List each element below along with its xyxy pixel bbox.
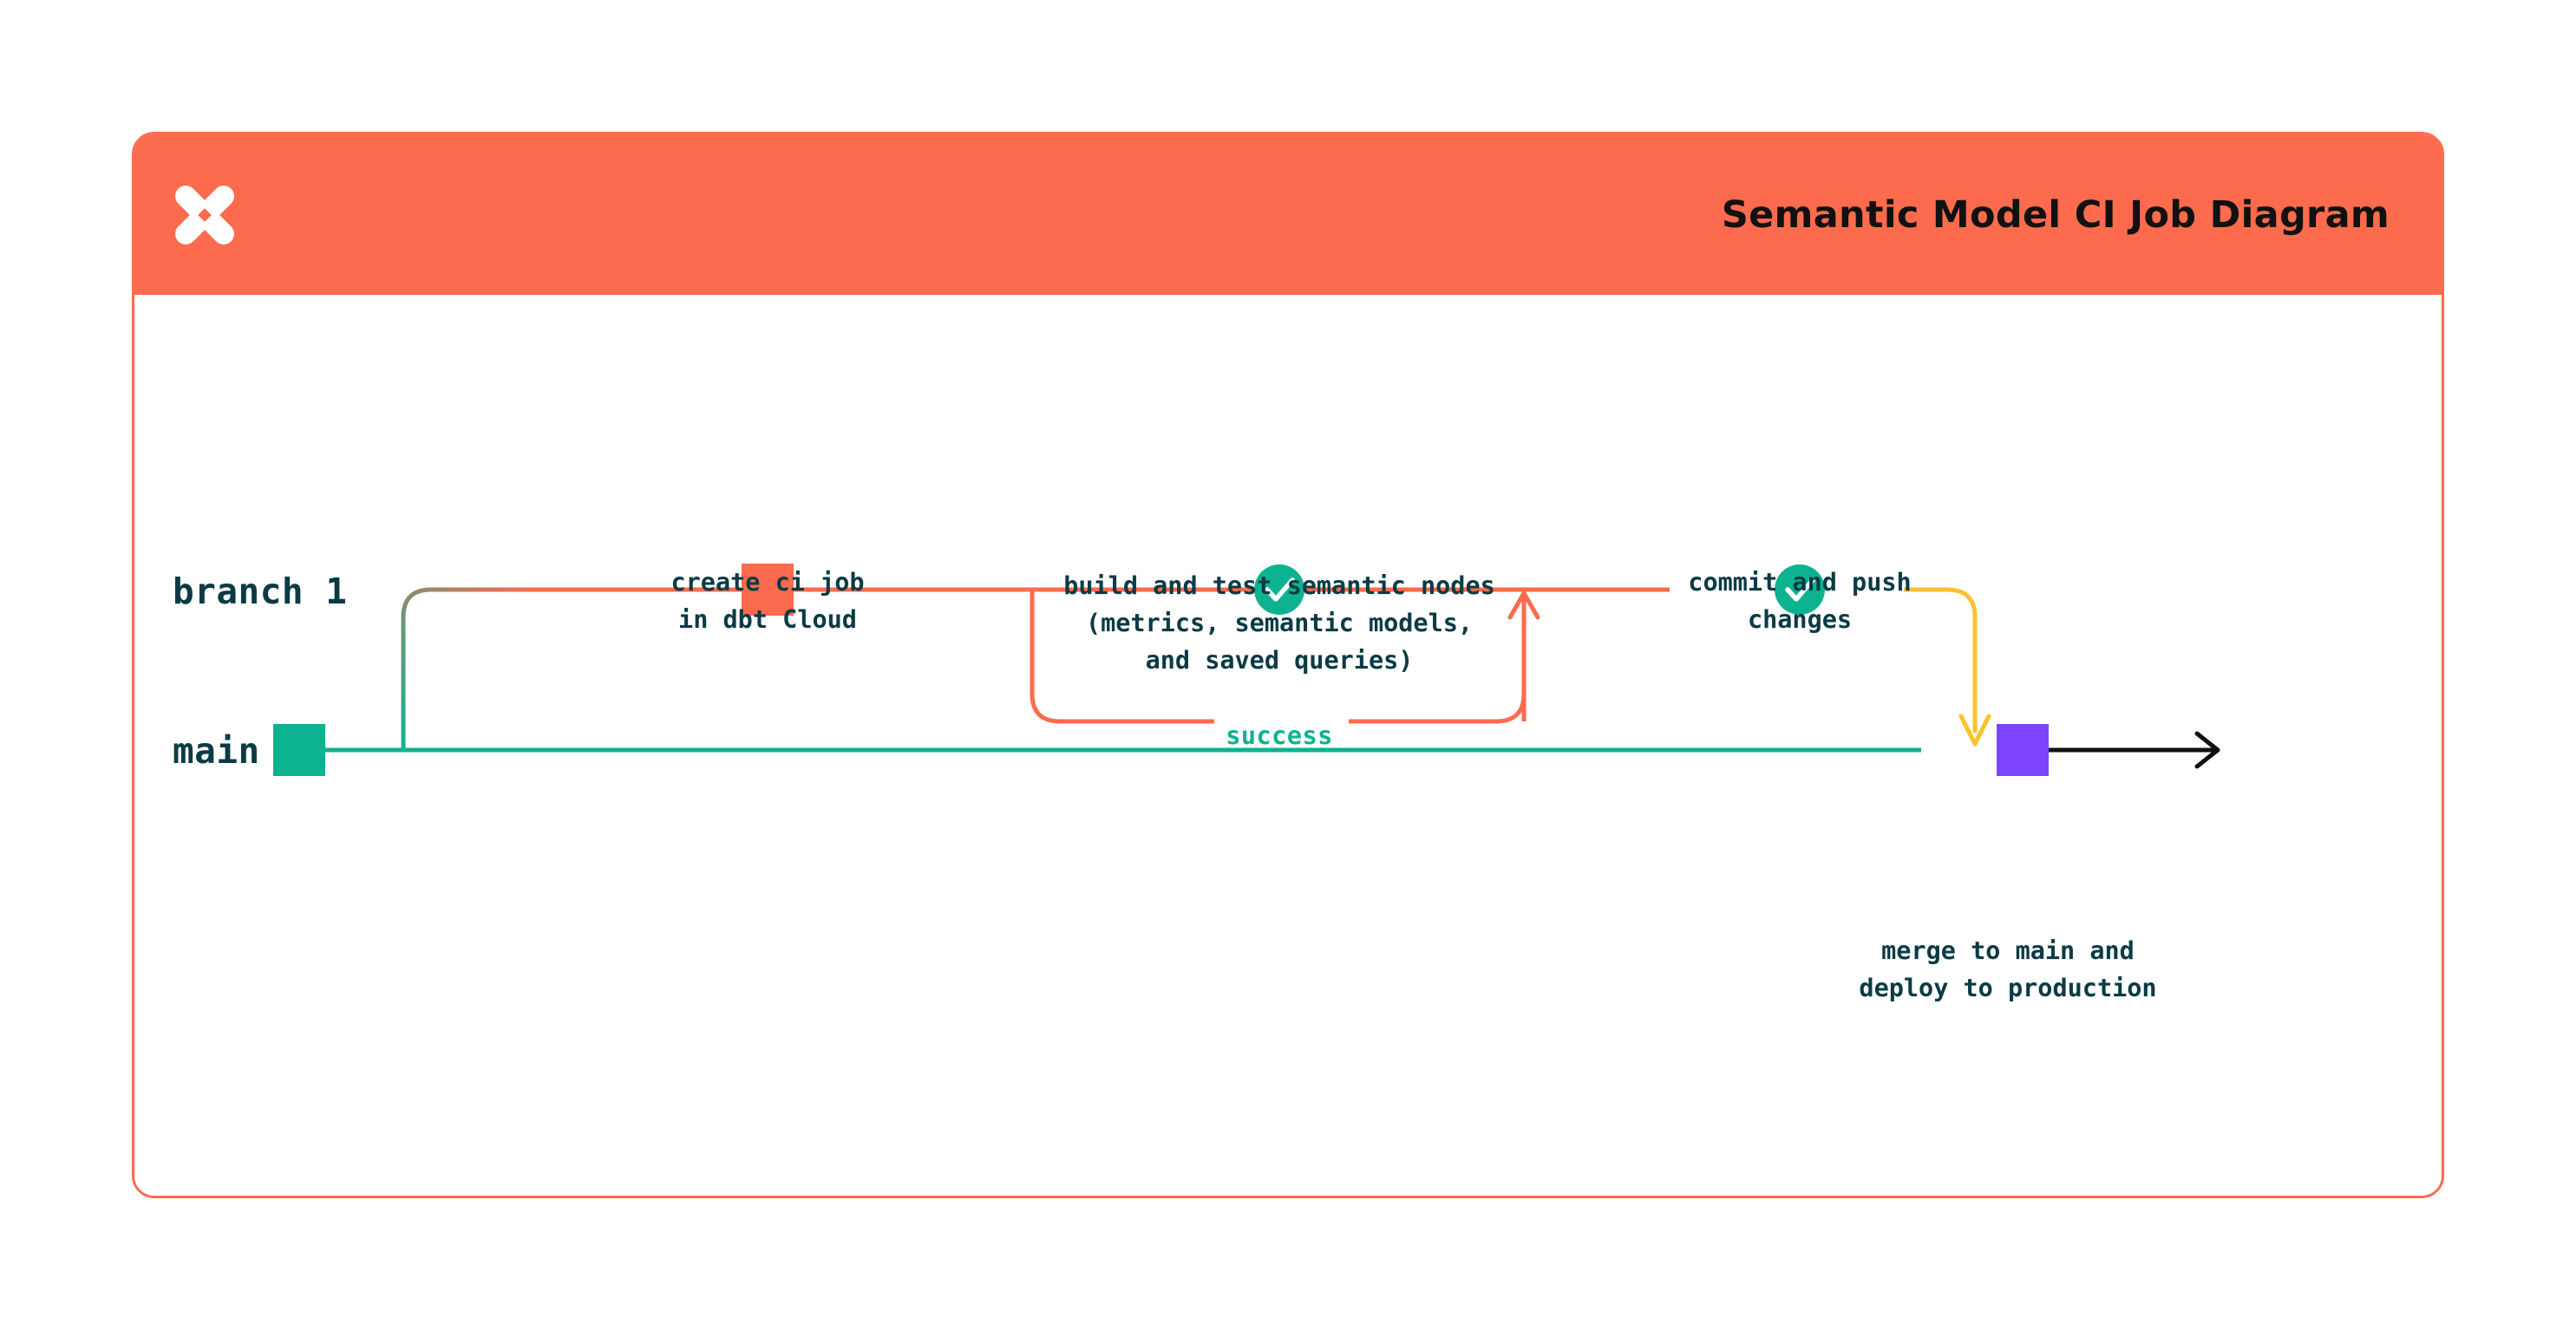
step-caption-build-and-test: build and test semantic nodes (metrics, … xyxy=(1063,571,1495,675)
retry-loop-label: success xyxy=(1226,721,1333,750)
branch-out-connector xyxy=(401,587,533,750)
retry-loop-left xyxy=(1030,590,1214,724)
check-circle-icon xyxy=(1775,564,1825,615)
node-build-and-test[interactable] xyxy=(1254,564,1304,615)
diagram-body: branch 1 main create ci job in dbt Cloud… xyxy=(134,295,2442,1196)
node-merge-to-main[interactable] xyxy=(1997,724,2049,776)
lane-label-main: main xyxy=(173,730,260,772)
page-title: Semantic Model CI Job Diagram xyxy=(1721,192,2390,237)
merge-connector xyxy=(1904,587,1978,733)
node-create-ci-job[interactable] xyxy=(742,564,794,616)
dbt-x-logo-icon xyxy=(175,185,234,245)
node-main-start[interactable] xyxy=(273,724,325,776)
retry-loop-arrowhead-up xyxy=(1507,590,1540,620)
node-commit-and-push[interactable] xyxy=(1775,564,1825,615)
continue-arrowhead-right xyxy=(2194,731,2220,769)
lane-label-branch-1: branch 1 xyxy=(173,571,348,612)
branch-flow-graphic xyxy=(273,564,2220,776)
step-caption-merge-to-main: merge to main and deploy to production xyxy=(1859,936,2157,1002)
check-icon xyxy=(1265,577,1295,602)
diagram-card: Semantic Model CI Job Diagram xyxy=(132,132,2444,1198)
card-header: Semantic Model CI Job Diagram xyxy=(134,134,2442,295)
check-circle-icon xyxy=(1254,564,1304,615)
merge-arrowhead-down xyxy=(1958,714,1991,747)
step-caption-commit-and-push: commit and push changes xyxy=(1688,568,1912,634)
step-caption-create-ci-job: create ci job in dbt Cloud xyxy=(670,568,865,634)
check-icon xyxy=(1785,577,1815,602)
